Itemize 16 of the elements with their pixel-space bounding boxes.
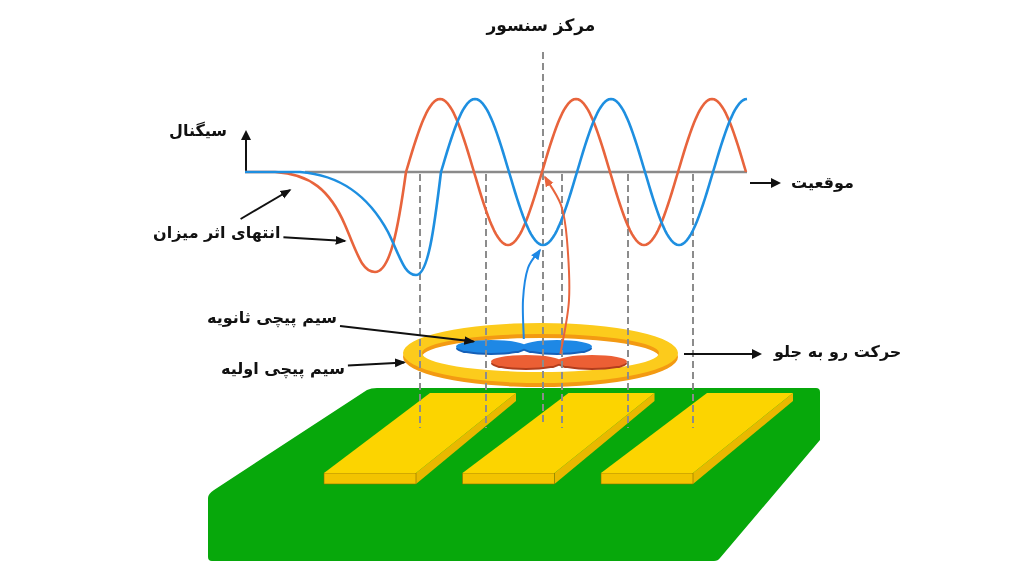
callout-label: سیم پیچی ثانویه [207,307,337,329]
center-label: مرکز سنسور [486,14,596,36]
arrow [544,175,571,355]
motion-label: حرکت رو به جلو [774,341,902,363]
axis-label: سیگنال [169,120,227,142]
callout-label: انتهای اثر میزان [153,222,281,244]
coil [489,354,629,371]
arrow [346,358,406,368]
arrow [282,236,347,245]
axis-label: موقعیت [791,172,854,194]
arrow [339,325,476,345]
ring [401,321,680,389]
coil [454,339,594,356]
callout-label: سیم پیچی اولیه [221,358,345,380]
arrow [521,248,541,340]
arrow [239,189,292,220]
